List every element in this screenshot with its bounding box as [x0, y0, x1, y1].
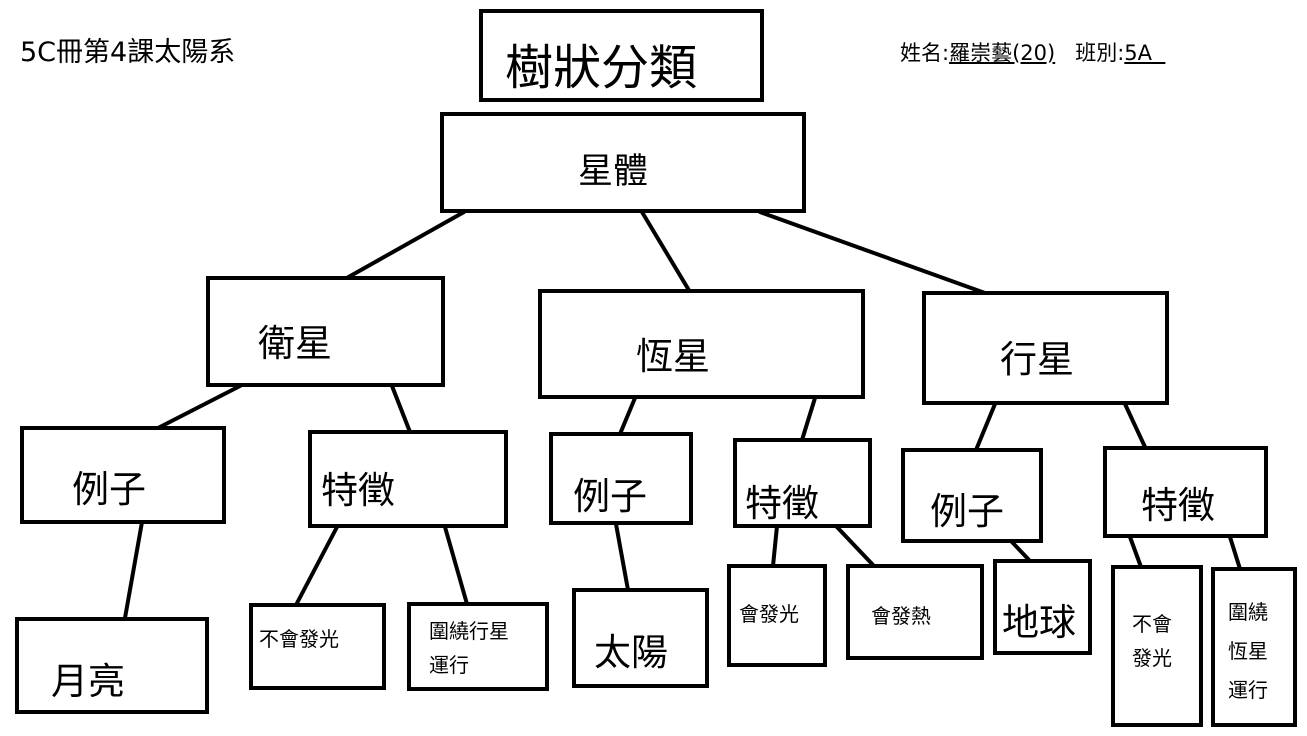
node-star-example: 例子	[549, 432, 693, 525]
leaf-sun-label: 太陽	[594, 631, 668, 674]
name-label: 姓名:	[900, 41, 950, 65]
connector-satellite-feature	[390, 384, 412, 434]
connector-planet-earth	[1010, 540, 1032, 563]
node-star-feature: 特徵	[733, 438, 872, 528]
name-value: 羅崇藝(20)	[949, 41, 1056, 65]
connector-planet-f2	[1228, 535, 1242, 571]
connector-root-satellite	[343, 210, 466, 281]
node-satellite-label: 衛星	[258, 322, 332, 365]
connector-planet-feature	[1123, 402, 1147, 449]
class-label: 班別:	[1075, 41, 1125, 65]
node-planet-label: 行星	[1000, 338, 1074, 381]
leaf-satellite-feature-1: 不會發光	[249, 603, 386, 690]
leaf-earth-label: 地球	[1002, 601, 1076, 644]
node-star: 恆星	[538, 289, 865, 399]
connector-root-planet	[758, 210, 987, 295]
leaf-satellite-feature-2-label: 圍繞行星 運行	[429, 619, 509, 677]
connector-star-f2	[834, 524, 876, 568]
node-satellite: 衛星	[206, 276, 445, 387]
node-planet-example: 例子	[901, 448, 1043, 543]
node-root: 星體	[440, 112, 806, 213]
connector-planet-f1	[1128, 535, 1143, 569]
connector-star-sun	[614, 522, 630, 592]
connector-satellite-example	[156, 384, 242, 430]
leaf-sun: 太陽	[572, 588, 709, 688]
connector-planet-example	[974, 402, 997, 452]
node-planet-example-label: 例子	[930, 490, 1004, 533]
node-satellite-example: 例子	[20, 426, 226, 524]
leaf-star-feature-2-label: 會發熱	[871, 604, 931, 628]
leaf-moon: 月亮	[15, 617, 209, 714]
node-planet-feature: 特徵	[1103, 446, 1268, 538]
title-box: 樹狀分類	[479, 9, 764, 102]
leaf-star-feature-1-label: 會發光	[739, 602, 799, 626]
class-value: 5A	[1124, 41, 1153, 65]
node-satellite-example-label: 例子	[72, 468, 146, 511]
leaf-planet-feature-1-label: 不會 發光	[1132, 612, 1172, 670]
leaf-satellite-feature-1-label: 不會發光	[259, 627, 339, 651]
leaf-planet-feature-1: 不會 發光	[1111, 565, 1203, 727]
node-planet-feature-label: 特徵	[1141, 484, 1215, 527]
leaf-satellite-feature-2: 圍繞行星 運行	[407, 602, 549, 691]
node-star-label: 恆星	[636, 335, 710, 378]
node-star-feature-label: 特徵	[745, 482, 819, 525]
lesson-subtitle: 5C冊第4課太陽系	[20, 37, 236, 68]
node-satellite-feature-label: 特徵	[321, 469, 395, 512]
connector-star-example	[618, 396, 637, 436]
connector-satellite-f1	[294, 525, 339, 607]
leaf-star-feature-1: 會發光	[727, 564, 827, 667]
leaf-moon-label: 月亮	[51, 660, 125, 703]
leaf-planet-feature-2-label: 圍繞 恆星 運行	[1228, 600, 1268, 702]
node-planet: 行星	[922, 291, 1169, 405]
connector-root-star	[640, 210, 692, 294]
connector-star-feature	[800, 396, 817, 442]
leaf-star-feature-2: 會發熱	[846, 564, 984, 660]
connector-star-f1	[771, 524, 779, 568]
page-title: 樹狀分類	[505, 40, 698, 96]
node-satellite-feature: 特徵	[308, 430, 508, 528]
leaf-planet-feature-2: 圍繞 恆星 運行	[1211, 567, 1297, 727]
connector-satellite-moon	[123, 520, 144, 620]
leaf-earth: 地球	[993, 559, 1092, 655]
node-star-example-label: 例子	[573, 475, 647, 518]
student-info: 姓名:羅崇藝(20) 班別:5A	[900, 37, 1165, 67]
connector-satellite-f2	[443, 525, 469, 606]
node-root-label: 星體	[578, 152, 649, 192]
